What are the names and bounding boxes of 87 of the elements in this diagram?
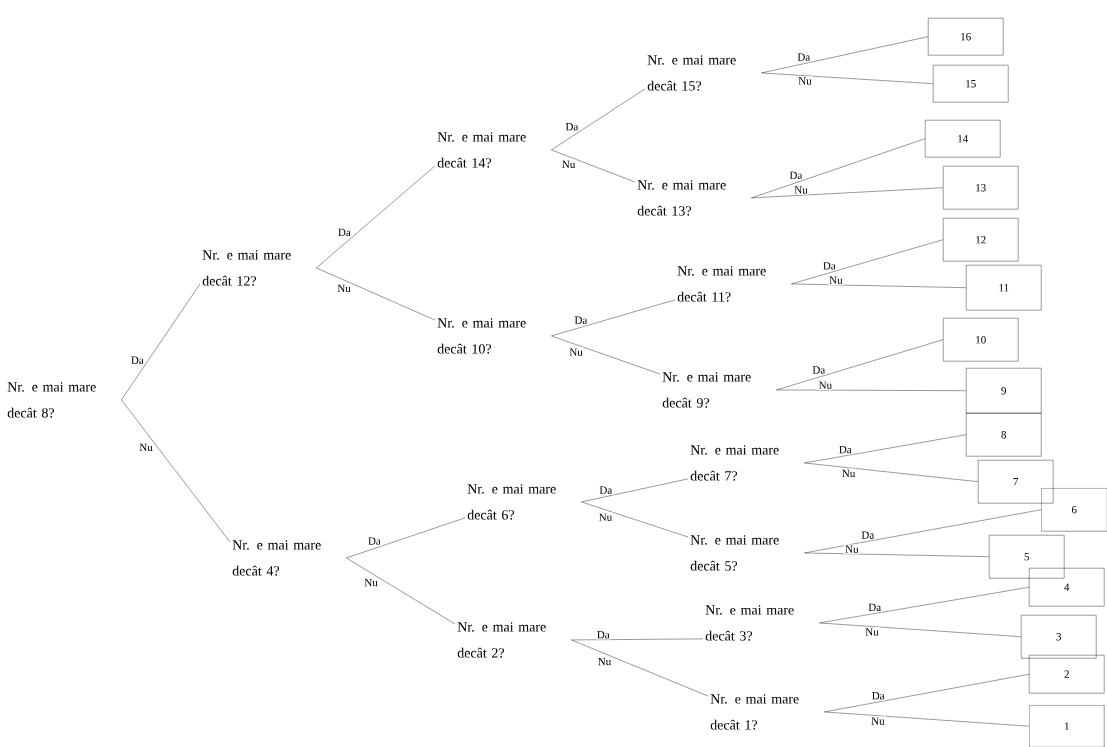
edge-label: Da [812, 366, 826, 374]
edge-label: Nu [562, 160, 576, 169]
edge-label: Nu [569, 348, 583, 356]
branch-line [751, 138, 926, 199]
question-text: Nr. e mai mare decât 1? [710, 694, 799, 730]
question-text: Nr. e mai mare decât 13? [637, 180, 726, 216]
number-box: 12 [943, 218, 1019, 262]
edge-label: Da [368, 537, 381, 545]
branch-line [551, 299, 676, 337]
number-box: 7 [978, 460, 1054, 504]
number-box: 6 [1041, 488, 1107, 532]
branch-line [791, 239, 944, 285]
question-text: Nr. e mai mare decât 9? [662, 372, 751, 408]
number-box: 13 [943, 166, 1019, 210]
branch-line [581, 478, 689, 503]
branch-line [824, 711, 1030, 727]
number-box: 3 [1021, 615, 1097, 659]
branch-line [761, 72, 934, 84]
edge-label: Da [868, 603, 881, 611]
question-text: Nr. e mai mare decât 7? [690, 445, 779, 481]
branch-line [751, 187, 944, 199]
number-box: 4 [1029, 568, 1105, 607]
edge-label: Nu [845, 545, 859, 553]
question-text: Nr. e mai mare decât 8? [7, 382, 96, 418]
branch-line [804, 434, 967, 464]
edge-label: Da [839, 445, 852, 454]
number-box: 2 [1029, 655, 1105, 694]
number-box: 8 [966, 413, 1042, 457]
question-text: Nr. e mai mare decât 10? [437, 318, 526, 354]
branch-line [551, 149, 636, 183]
question-text: Nr. e mai mare decât 12? [202, 250, 291, 286]
branch-line [571, 639, 709, 697]
edge-label: Nu [871, 717, 885, 725]
branch-line [551, 88, 646, 151]
edge-label: Nu [364, 578, 378, 587]
edge-label: Nu [842, 469, 856, 478]
number-box: 15 [933, 65, 1009, 103]
branch-line [791, 283, 967, 288]
branch-line [804, 552, 990, 557]
branch-line [121, 283, 201, 401]
edge-label: Nu [818, 381, 832, 389]
question-text: Nr. e mai mare decât 14? [437, 132, 526, 168]
question-text: Nr. e mai mare decât 11? [677, 266, 766, 302]
branch-line [581, 501, 689, 538]
branch-line [571, 638, 704, 641]
edge-label: Da [861, 531, 875, 539]
edge-label: Da [797, 53, 811, 61]
question-text: Nr. e mai mare decât 15? [647, 55, 736, 91]
branch-line [121, 399, 231, 543]
edge-label: Da [789, 171, 803, 179]
edge-label: Da [131, 356, 144, 364]
branch-line [776, 389, 967, 391]
number-box: 11 [966, 265, 1042, 311]
number-box: 10 [943, 318, 1019, 362]
edge-label: Nu [829, 276, 843, 284]
question-text: Nr. e mai mare decât 3? [705, 605, 794, 641]
edge-label: Da [565, 123, 579, 131]
edge-label: Nu [139, 443, 153, 452]
number-box: 16 [928, 18, 1004, 56]
edge-label: Nu [337, 284, 351, 293]
edge-label: Nu [599, 513, 612, 521]
question-text: Nr. e mai mare decât 5? [690, 535, 779, 571]
edge-label: Da [872, 692, 885, 700]
edge-label: Da [823, 262, 836, 270]
edge-label: Da [338, 228, 351, 237]
branch-line [316, 267, 436, 321]
edge-label: Nu [865, 628, 879, 636]
branch-line [346, 517, 466, 559]
question-text: Nr. e mai mare decât 6? [467, 484, 556, 520]
branch-line [804, 462, 979, 482]
branch-line [819, 622, 1022, 637]
edge-label: Nu [794, 186, 808, 194]
question-text: Nr. e mai mare decât 4? [232, 540, 321, 576]
edge-label: Nu [598, 657, 611, 666]
edge-label: Da [597, 631, 610, 639]
number-box: 9 [966, 368, 1042, 414]
edge-label: Da [599, 486, 613, 494]
number-box: 5 [989, 535, 1065, 579]
branch-line [776, 339, 944, 391]
question-text: Nr. e mai mare decât 2? [457, 622, 546, 658]
branch-line [316, 165, 436, 269]
number-box: 14 [925, 120, 1001, 158]
branch-line [551, 335, 661, 375]
branch-line [346, 557, 456, 625]
edge-label: Nu [798, 77, 812, 85]
number-box: 1 [1029, 705, 1105, 747]
edge-label: Da [574, 316, 588, 324]
